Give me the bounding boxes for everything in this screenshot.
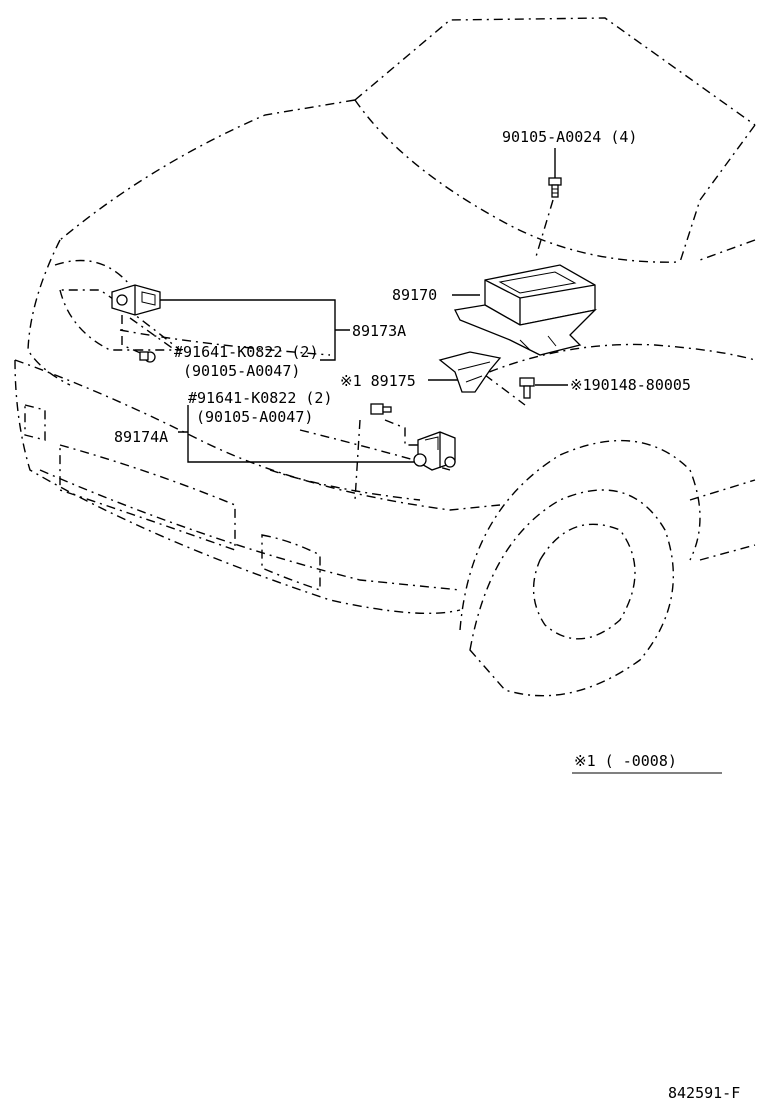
- hood-outline: [354, 17, 756, 126]
- bumper-slot: [59, 444, 236, 551]
- hood-front-edge: [354, 99, 681, 263]
- front-sensor-right: [413, 431, 456, 471]
- guide-bolt-ecu: [534, 199, 554, 261]
- fog-lamp-left: [24, 404, 46, 441]
- label-clip-a2: (90105-A0047): [183, 362, 301, 380]
- tire-outer: [469, 489, 674, 697]
- windshield: [679, 124, 756, 263]
- label-ecu: 89170: [392, 286, 438, 304]
- front-sensor-left: [111, 284, 161, 316]
- fog-lamp-right: [261, 534, 321, 591]
- grille-slots: [269, 419, 451, 501]
- tire-inner: [532, 523, 636, 640]
- label-diagram-code: 842591-F: [668, 1084, 741, 1102]
- rocker: [689, 479, 756, 561]
- label-bracket: ※1 89175: [340, 372, 416, 390]
- clip-icon-left: [139, 351, 156, 363]
- label-sensor-right: 89174A: [114, 428, 169, 446]
- wheel-arch: [459, 439, 701, 631]
- guide-clip-left: [121, 315, 176, 356]
- fender-line: [469, 343, 756, 381]
- guide-clip-right: [384, 419, 420, 446]
- airbag-ecu-module: [454, 264, 597, 356]
- label-screw: ※190148-80005: [570, 376, 691, 394]
- bumper-bottom: [14, 359, 461, 615]
- ecu-bracket: [438, 351, 502, 393]
- label-clip-a1: #91641-K0822 (2): [174, 343, 319, 361]
- bumper-top: [14, 359, 501, 511]
- label-clip-b1: #91641-K0822 (2): [188, 389, 333, 407]
- label-clip-b2: (90105-A0047): [196, 408, 314, 426]
- clip-icon-right: [370, 403, 392, 415]
- leader-sensor-left: [160, 299, 350, 361]
- pillar: [699, 239, 756, 261]
- bumper-lower: [39, 469, 461, 591]
- label-note: ※1 ( -0008): [574, 752, 677, 770]
- hood-left-edge: [59, 99, 356, 241]
- body-left: [27, 239, 71, 386]
- grille-area: [54, 259, 331, 356]
- leader-sensor-right: [178, 405, 415, 463]
- bolt-icon: [548, 177, 562, 198]
- label-bolt-top: 90105-A0024 (4): [502, 128, 638, 146]
- screw-icon: [519, 377, 535, 399]
- label-sensor-left: 89173A: [352, 322, 407, 340]
- guide-screw: [484, 374, 526, 406]
